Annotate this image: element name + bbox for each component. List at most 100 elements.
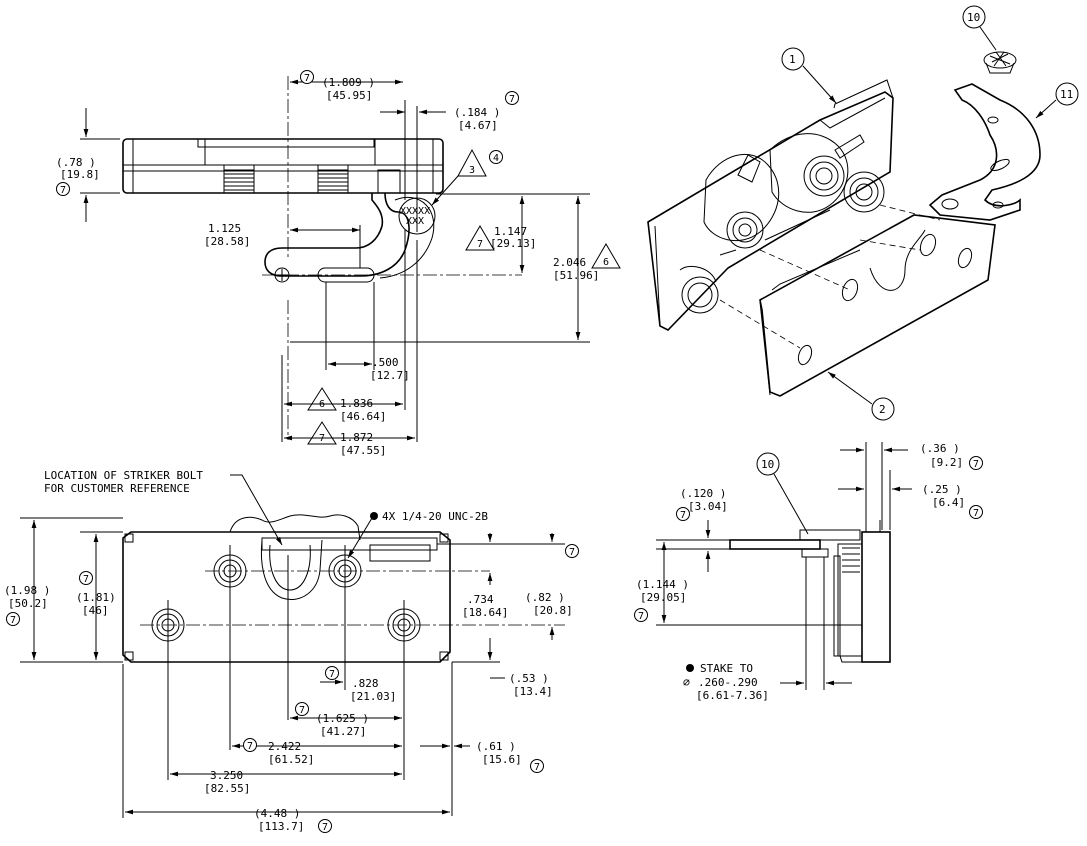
dim-1836-mm: [46.64]: [340, 410, 386, 423]
dim-1625: (1.625 ): [316, 712, 369, 725]
dim-1125: 1.125: [208, 222, 241, 235]
dim-120-mm: [3.04]: [688, 500, 728, 513]
side-view: (.36 ) [9.2] 7 (.25 ) [6.4] 7 10 (.120 )…: [634, 442, 983, 702]
spring-right: [317, 164, 349, 194]
thread-callout: 4X 1/4-20 UNC-2B: [382, 510, 488, 523]
dim-36-mm: [9.2]: [930, 456, 963, 469]
dim-198: (1.98 ): [4, 584, 50, 597]
flag-7: 7: [973, 508, 979, 519]
balloon-1: [781, 47, 805, 71]
flag-7: 7: [60, 185, 66, 196]
flag-7: 7: [569, 547, 575, 558]
dim-25: (.25 ): [922, 483, 962, 496]
flag-7: 7: [299, 705, 305, 716]
balloon-label: 1: [789, 53, 796, 66]
dim-2422: 2.422: [268, 740, 301, 753]
flag-7: 7: [247, 741, 253, 752]
dim-184-mm: [4.67]: [458, 119, 498, 132]
dim-828-mm: [21.03]: [350, 690, 396, 703]
dim-2422-mm: [61.52]: [268, 753, 314, 766]
isometric-view: 10 1 11 2: [647, 5, 1079, 421]
dim-2046: 2.046: [553, 256, 586, 269]
dim-1872-mm: [47.55]: [340, 444, 386, 457]
balloon-2: [871, 397, 895, 421]
dim-181: (1.81): [76, 591, 116, 604]
dim-1836: 1.836: [340, 397, 373, 410]
balloon-label: 11: [1060, 88, 1073, 101]
dim-53: (.53 ): [509, 672, 549, 685]
stake-note-2: .260-.290: [698, 676, 758, 689]
dim-61-mm: [15.6]: [482, 753, 522, 766]
dim-1125-mm: [28.58]: [204, 235, 250, 248]
flag-7: 7: [680, 510, 686, 521]
balloon-10-side: [756, 452, 780, 476]
iso-arm: [928, 83, 1041, 221]
dim-78-mm: [19.8]: [60, 168, 100, 181]
dim-448-mm: [113.7]: [258, 820, 304, 833]
dim-3250: 3.250: [210, 769, 243, 782]
iso-back-plate: [647, 91, 894, 331]
top-view: XXXXX XXX 7 (1.809 ) [45.95] (.184 ) [4.…: [56, 70, 621, 457]
dim-734: .734: [467, 593, 494, 606]
dim-1147-mm: [29.13]: [490, 237, 536, 250]
dim-1147: 1.147: [494, 225, 527, 238]
dim-500-mm: [12.7]: [370, 369, 410, 382]
iso-striker-bracket: [759, 214, 996, 397]
note-striker-1: LOCATION OF STRIKER BOLT: [44, 469, 203, 482]
front-plate: [122, 531, 451, 663]
dim-500: .500: [372, 356, 399, 369]
dim-184: (.184 ): [454, 106, 500, 119]
front-view: LOCATION OF STRIKER BOLT FOR CUSTOMER RE…: [4, 469, 579, 833]
flag-7: 7: [319, 433, 325, 444]
stake-note-3: [6.61-7.36]: [696, 689, 769, 702]
dim-448: (4.48 ): [254, 807, 300, 820]
flag-6: 6: [603, 257, 609, 268]
dim-36: (.36 ): [920, 442, 960, 455]
mark-b: XXX: [406, 216, 424, 227]
stake-note-1: STAKE TO: [700, 662, 753, 675]
flag-3: 3: [469, 165, 475, 176]
dim-53-mm: [13.4]: [513, 685, 553, 698]
flag-6: 6: [319, 399, 325, 410]
flag-7: 7: [304, 73, 310, 84]
dim-1144: (1.144 ): [636, 578, 689, 591]
balloon-label: 10: [967, 11, 980, 24]
balloon-label: 2: [879, 403, 886, 416]
spring-left: [223, 164, 255, 194]
mark-a: XXXXX: [400, 206, 430, 217]
flag-7: 7: [322, 822, 328, 833]
dim-3250-mm: [82.55]: [204, 782, 250, 795]
iso-rotors: [679, 133, 885, 314]
striker-arm: [264, 192, 410, 277]
flag-7: 7: [10, 615, 16, 626]
dim-828: .828: [352, 677, 379, 690]
flag-7: 7: [509, 94, 515, 105]
dim-25-mm: [6.4]: [932, 496, 965, 509]
dim-82: (.82 ): [525, 591, 565, 604]
dim-82-mm: [20.8]: [533, 604, 573, 617]
dim-734-mm: [18.64]: [462, 606, 508, 619]
flag-7: 7: [329, 669, 335, 680]
balloon-11: [1055, 82, 1079, 106]
flag-7: 7: [534, 762, 540, 773]
side-arm: [729, 539, 821, 550]
dim-1872: 1.872: [340, 431, 373, 444]
dim-1625-mm: [41.27]: [320, 725, 366, 738]
dim-198-mm: [50.2]: [8, 597, 48, 610]
balloon-label: 10: [761, 458, 774, 471]
note-striker-2: FOR CUSTOMER REFERENCE: [44, 482, 190, 495]
side-plate: [861, 531, 891, 663]
dim-1144-mm: [29.05]: [640, 591, 686, 604]
flag-7: 7: [638, 611, 644, 622]
dim-78: (.78 ): [56, 156, 96, 169]
dim-120: (.120 ): [680, 487, 726, 500]
flag-7: 7: [83, 574, 89, 585]
flag-4: 4: [493, 153, 499, 164]
dim-1809-mm: [45.95]: [326, 89, 372, 102]
dim-181-mm: [46]: [82, 604, 109, 617]
dim-61: (.61 ): [476, 740, 516, 753]
diameter-symbol: ∅: [683, 675, 690, 689]
iso-screw: [983, 51, 1017, 74]
dim-2046-mm: [51.96]: [553, 269, 599, 282]
